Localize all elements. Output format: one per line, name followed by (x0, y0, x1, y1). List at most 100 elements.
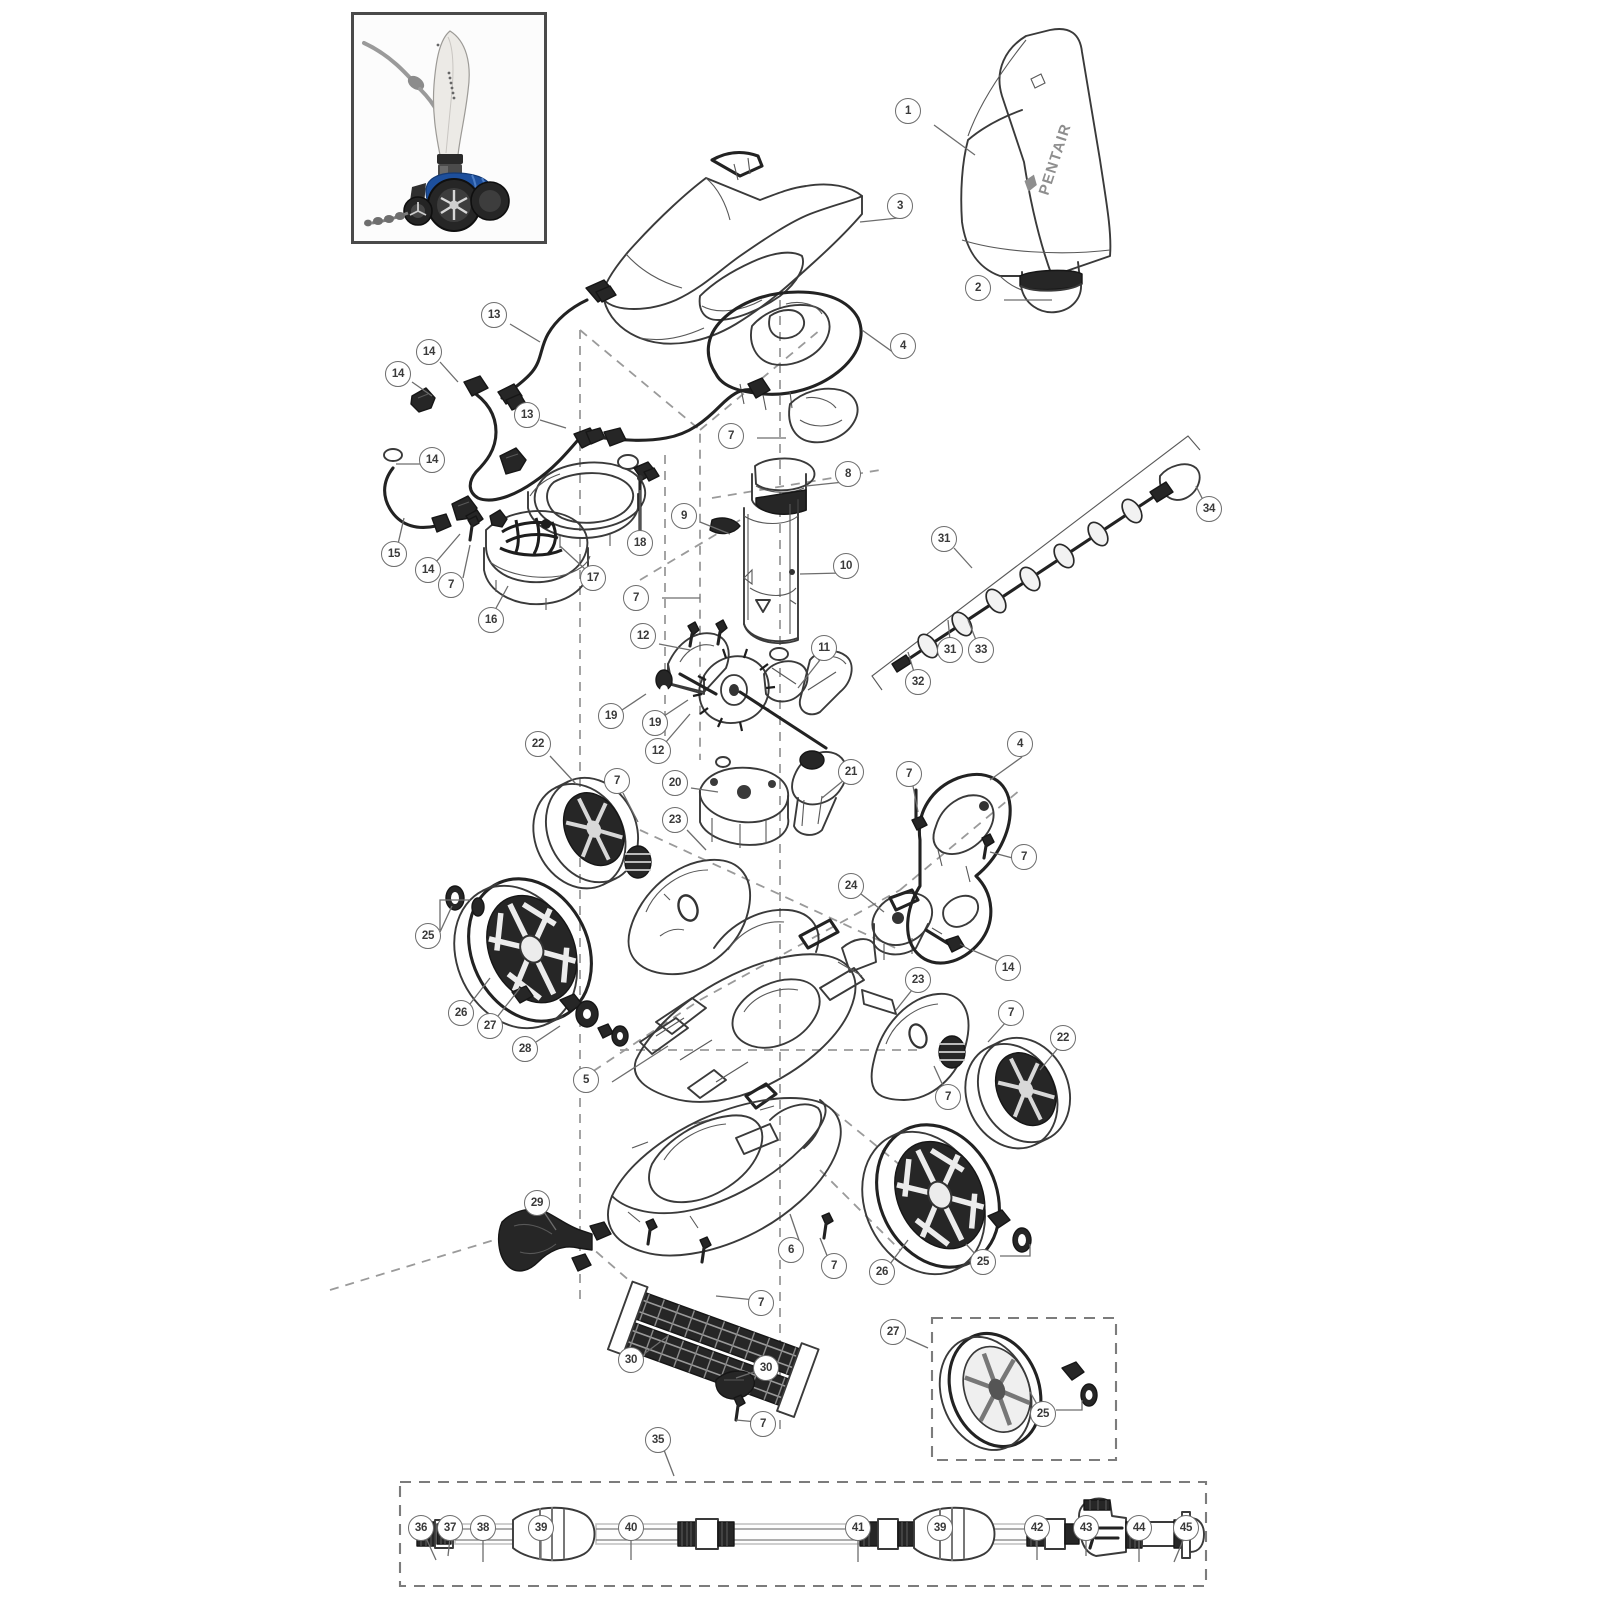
hose-set-13-14-15 (383, 279, 771, 533)
callout-14[interactable]: 14 (416, 339, 442, 365)
callout-4[interactable]: 4 (1007, 731, 1033, 757)
leader-line-12 (665, 713, 691, 743)
callout-32[interactable]: 32 (905, 669, 931, 695)
callout-8[interactable]: 8 (835, 461, 861, 487)
callout-33[interactable]: 33 (968, 637, 994, 663)
leader-line-32 (907, 651, 915, 673)
callout-7[interactable]: 7 (998, 1000, 1024, 1026)
callout-39[interactable]: 39 (528, 1515, 554, 1541)
part-6-lower-housing (607, 1097, 842, 1264)
callout-26[interactable]: 26 (869, 1259, 895, 1285)
callout-25[interactable]: 25 (415, 923, 441, 949)
leader-line-24 (860, 893, 885, 913)
part-24-motor-block (871, 888, 965, 960)
leader-line-3 (859, 217, 899, 223)
callout-2[interactable]: 2 (965, 275, 991, 301)
callout-14[interactable]: 14 (419, 447, 445, 473)
callout-22[interactable]: 22 (525, 731, 551, 757)
callout-7[interactable]: 7 (438, 572, 464, 598)
callout-27[interactable]: 27 (880, 1319, 906, 1345)
right-wheel-group (861, 993, 1072, 1276)
part-4-lower-side-panel (906, 772, 1012, 965)
callout-9[interactable]: 9 (671, 503, 697, 529)
leader-line-25 (439, 905, 453, 933)
callout-22[interactable]: 22 (1050, 1025, 1076, 1051)
leader-line-9 (699, 521, 731, 535)
callout-23[interactable]: 23 (905, 967, 931, 993)
part-5-chassis (633, 908, 897, 1110)
callout-40[interactable]: 40 (618, 1515, 644, 1541)
leader-line-26 (469, 977, 491, 1005)
callout-21[interactable]: 21 (838, 759, 864, 785)
callout-29[interactable]: 29 (524, 1190, 550, 1216)
callout-43[interactable]: 43 (1073, 1515, 1099, 1541)
leader-line-13 (509, 323, 541, 343)
callout-1[interactable]: 1 (895, 98, 921, 124)
callout-37[interactable]: 37 (437, 1515, 463, 1541)
callout-7[interactable]: 7 (896, 761, 922, 787)
callout-31[interactable]: 31 (937, 637, 963, 663)
callout-25[interactable]: 25 (1030, 1401, 1056, 1427)
callout-19[interactable]: 19 (642, 710, 668, 736)
callout-24[interactable]: 24 (838, 873, 864, 899)
callout-10[interactable]: 10 (833, 553, 859, 579)
callout-7[interactable]: 7 (935, 1084, 961, 1110)
callout-36[interactable]: 36 (408, 1515, 434, 1541)
callout-28[interactable]: 28 (512, 1036, 538, 1062)
callout-27[interactable]: 27 (477, 1013, 503, 1039)
callout-7[interactable]: 7 (748, 1290, 774, 1316)
leader-line-1 (933, 124, 976, 156)
leader-line-7 (622, 792, 639, 823)
callout-30[interactable]: 30 (753, 1355, 779, 1381)
callout-14[interactable]: 14 (995, 955, 1021, 981)
callout-12[interactable]: 12 (630, 623, 656, 649)
callout-25[interactable]: 25 (970, 1249, 996, 1275)
callout-38[interactable]: 38 (470, 1515, 496, 1541)
callout-15[interactable]: 15 (381, 541, 407, 567)
callout-12[interactable]: 12 (645, 738, 671, 764)
callout-5[interactable]: 5 (573, 1067, 599, 1093)
callout-13[interactable]: 13 (481, 302, 507, 328)
callout-35[interactable]: 35 (645, 1427, 671, 1453)
callout-23[interactable]: 23 (662, 807, 688, 833)
callout-34[interactable]: 34 (1196, 496, 1222, 522)
leader-line-31 (953, 547, 973, 569)
callout-26[interactable]: 26 (448, 1000, 474, 1026)
callout-16[interactable]: 16 (478, 607, 504, 633)
callout-39[interactable]: 39 (927, 1515, 953, 1541)
callout-11[interactable]: 11 (811, 635, 837, 661)
callout-20[interactable]: 20 (662, 770, 688, 796)
callout-18[interactable]: 18 (627, 530, 653, 556)
leader-line-28 (535, 1025, 561, 1043)
leader-line-14 (439, 361, 459, 383)
leader-line-16 (494, 585, 509, 611)
leader-line-14 (411, 381, 433, 397)
callout-45[interactable]: 45 (1173, 1515, 1199, 1541)
callout-4[interactable]: 4 (890, 333, 916, 359)
callout-30[interactable]: 30 (618, 1347, 644, 1373)
callout-7[interactable]: 7 (718, 423, 744, 449)
callout-6[interactable]: 6 (778, 1237, 804, 1263)
leader-line-7 (912, 785, 919, 813)
callout-44[interactable]: 44 (1126, 1515, 1152, 1541)
callout-7[interactable]: 7 (623, 585, 649, 611)
leader-line-31 (947, 619, 951, 641)
callout-7[interactable]: 7 (604, 768, 630, 794)
callout-14[interactable]: 14 (385, 361, 411, 387)
dashed-group-boxes (398, 1316, 1208, 1588)
callout-17[interactable]: 17 (580, 565, 606, 591)
callout-7[interactable]: 7 (750, 1411, 776, 1437)
callout-19[interactable]: 19 (598, 703, 624, 729)
callout-7[interactable]: 7 (821, 1253, 847, 1279)
leader-line-27 (497, 987, 521, 1017)
callout-42[interactable]: 42 (1024, 1515, 1050, 1541)
callout-41[interactable]: 41 (845, 1515, 871, 1541)
leader-line-37 (447, 1537, 451, 1557)
callout-31[interactable]: 31 (931, 526, 957, 552)
callout-3[interactable]: 3 (887, 193, 913, 219)
leader-line-23 (686, 829, 707, 851)
callout-13[interactable]: 13 (514, 402, 540, 428)
callout-7[interactable]: 7 (1011, 844, 1037, 870)
callout-14[interactable]: 14 (415, 557, 441, 583)
